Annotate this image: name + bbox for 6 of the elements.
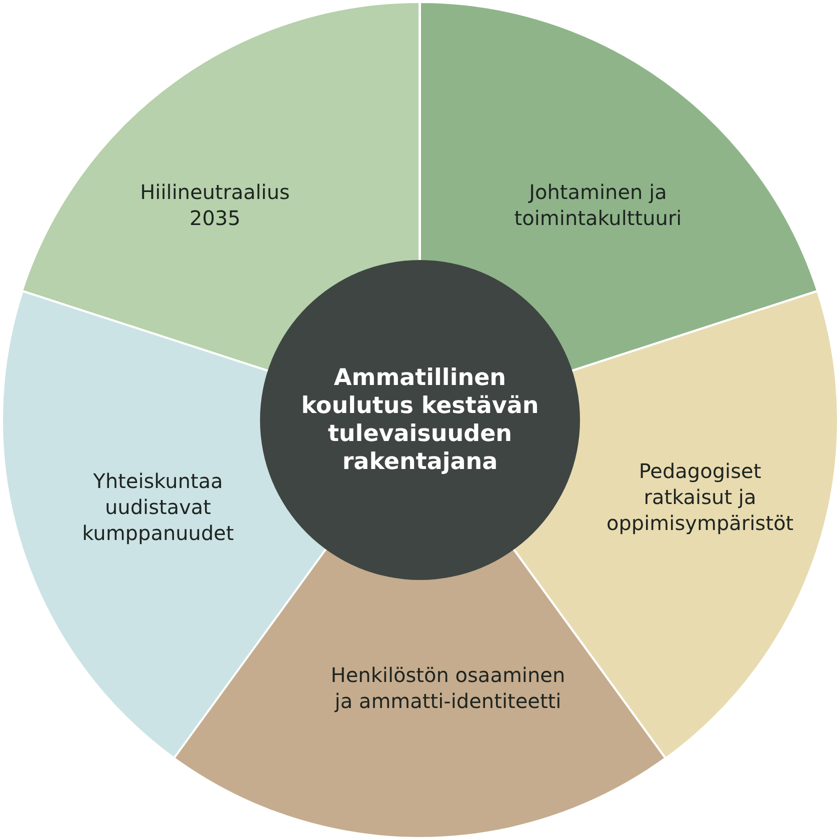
segment-label: Johtaminen ja toimintakulttuuri [513,179,683,231]
segment-label: Hiilineutraalius 2035 [139,179,291,231]
segment-label: Pedagogiset ratkaisut ja oppimisympäristöt [605,458,795,536]
center-title: Ammatillinen koulutus kestävän tulevaisuuden rakentajana [300,364,540,476]
segment-label: Yhteiskuntaa uudistavat kumppanuudet [81,468,235,546]
segment-label: Henkilöstön osaaminen ja ammatti-identiteetti [330,662,566,714]
